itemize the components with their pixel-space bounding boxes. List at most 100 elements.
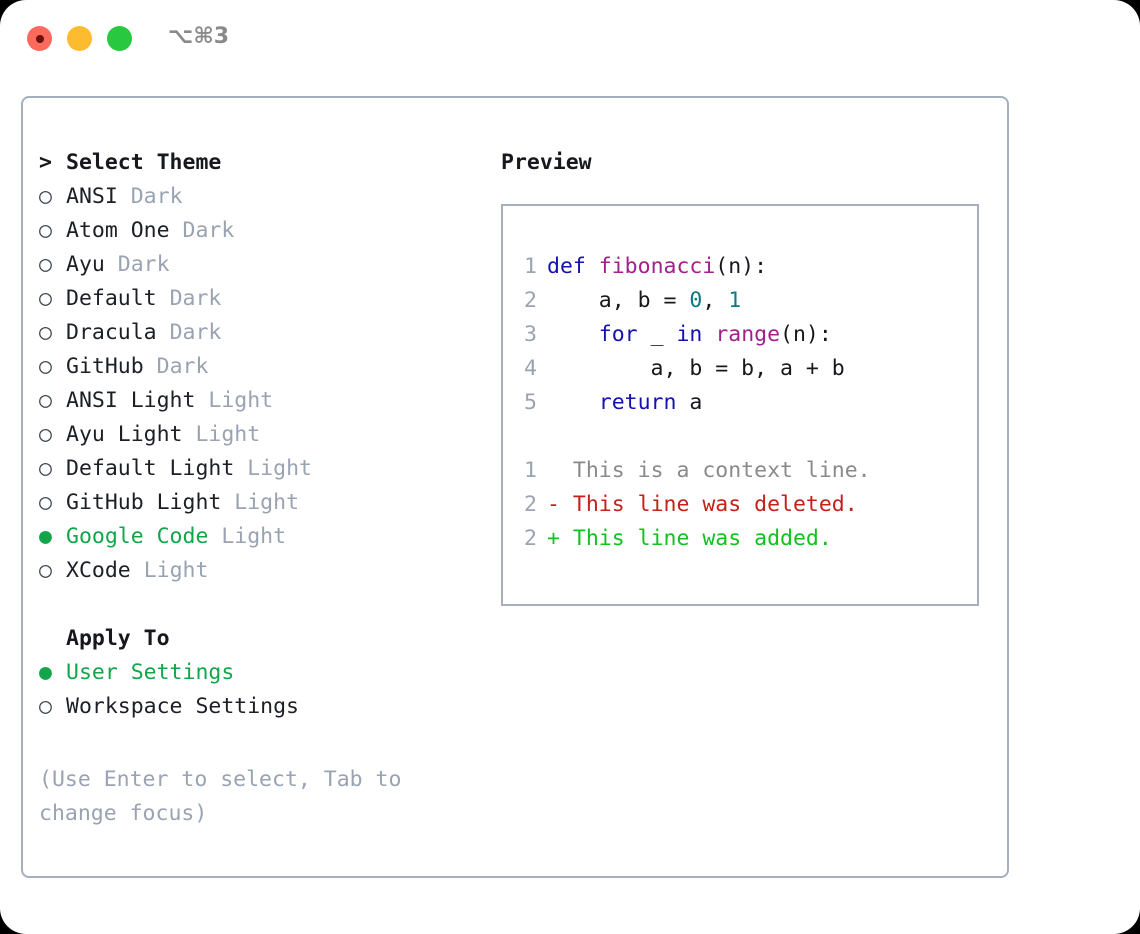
code-token: fibonacci [598,254,716,279]
radio-unselected-icon[interactable]: ○ [39,456,52,481]
theme-variant-label: Dark [156,354,209,379]
line-number: 5 [524,390,537,415]
list-spacer [39,588,479,622]
theme-variant-label: Light [143,558,209,583]
radio-unselected-icon[interactable]: ○ [39,694,52,719]
code-token: in [676,322,703,347]
code-line: 4 a, b = b, a + b [511,352,973,386]
radio-unselected-icon[interactable]: ○ [39,286,52,311]
code-token: a [676,390,703,415]
theme-item-github-dark[interactable]: ○GitHub Dark [39,350,479,384]
line-number: 2 [524,526,537,551]
code-line: 5 return a [511,386,973,420]
radio-unselected-icon[interactable]: ○ [39,558,52,583]
keyboard-hint-line-2: change focus) [39,801,208,826]
theme-item-xcode-light[interactable]: ○ XCode Light [39,554,479,588]
keyboard-hint: (Use Enter to select, Tab to change focu… [39,763,447,831]
code-line: 1 def fibonacci(n): [511,250,973,284]
diff-line-deleted: 2- This line was deleted. [511,488,973,522]
radio-unselected-icon[interactable]: ○ [39,388,52,413]
theme-selection-list: >Select Theme ○ANSI Dark ○Atom One Dark … [39,146,479,724]
radio-unselected-icon[interactable]: ○ [39,354,52,379]
theme-name: Google Code [66,524,209,549]
apply-to-option-user-settings[interactable]: ● User Settings [39,656,479,690]
diff-line-added: 2+ This line was added. [511,522,973,556]
line-number: 1 [524,458,537,483]
apply-to-indent [39,622,66,656]
minimize-window-button[interactable] [67,26,92,51]
apply-to-option-label: Workspace Settings [66,694,299,719]
preview-title: Preview [501,150,592,175]
select-theme-heading-label: Select Theme [66,150,222,175]
theme-name: XCode [66,558,131,583]
radio-unselected-icon[interactable]: ○ [39,490,52,515]
theme-variant-label: Dark [117,252,170,277]
title-bar: ⌥⌘3 [0,0,1140,78]
theme-variant [118,184,131,209]
radio-unselected-icon[interactable]: ○ [39,184,52,209]
theme-item-default-dark[interactable]: ○Default Dark [39,282,479,316]
code-token: 0 [689,288,703,313]
diff-text: This line was deleted. [572,492,858,517]
select-theme-heading: > Select Theme [39,146,479,180]
window-title: ⌥⌘3 [168,24,230,49]
radio-selected-icon[interactable]: ● [39,524,52,549]
code-line: 2 a, b = 0, 1 [511,284,973,318]
code-token: _ [637,322,677,347]
code-token: (n): [780,322,832,347]
theme-name: GitHub Light [66,490,222,515]
code-token: def [547,254,586,279]
line-number: 4 [524,356,537,381]
theme-item-ayu-light[interactable]: ○Ayu Light Light [39,418,479,452]
theme-item-ayu-dark[interactable]: ○ Ayu Dark [39,248,479,282]
radio-unselected-icon[interactable]: ○ [39,252,52,277]
code-token [547,322,599,347]
theme-name: Default [66,286,157,311]
close-window-button[interactable] [27,26,52,51]
radio-unselected-icon[interactable]: ○ [39,422,52,447]
prompt-caret-icon: > [39,150,52,175]
diff-text: This line was added. [572,526,832,551]
theme-name: Atom One [66,218,170,243]
radio-unselected-icon[interactable]: ○ [39,218,52,243]
theme-item-ansi-light[interactable]: ○ANSI Light Light [39,384,479,418]
apply-to-heading: Apply To [39,622,479,656]
code-blank-line [511,420,973,454]
code-token: range [715,322,781,347]
theme-variant-label: Light [195,422,261,447]
apply-to-option-workspace-settings[interactable]: ○ Workspace Settings [39,690,479,724]
line-number: 2 [524,288,537,313]
theme-item-google-code-light[interactable]: ●Google Code Light [39,520,479,554]
line-number: 3 [524,322,537,347]
theme-name: ANSI Light [66,388,196,413]
theme-item-default-light[interactable]: ○Default Light Light [39,452,479,486]
code-token: a, b = b, a + b [547,356,845,381]
theme-item-dracula-dark[interactable]: ○Dracula Dark [39,316,479,350]
line-number: 1 [524,254,537,279]
diff-text: This is a context line. [572,458,871,483]
theme-item-ansi-dark[interactable]: ○ ANSI Dark [39,180,479,214]
apply-to-option-label: User Settings [66,660,235,685]
code-token: (n): [715,254,768,279]
code-token [547,390,599,415]
line-number: 2 [524,492,537,517]
theme-variant-label: Dark [182,218,235,243]
theme-name: Ayu [66,252,105,277]
code-token: , [702,288,729,313]
radio-selected-icon[interactable]: ● [39,660,52,685]
theme-variant-label: Dark [130,184,183,209]
radio-unselected-icon[interactable]: ○ [39,320,52,345]
keyboard-hint-line-1: (Use Enter to select, Tab to [39,767,402,792]
code-token: return [598,390,677,415]
diff-sign: - [547,492,560,517]
code-token [586,254,599,279]
code-token [702,322,715,347]
theme-item-atom-one-dark[interactable]: ○ Atom One Dark [39,214,479,248]
theme-item-github-light[interactable]: ○GitHub Light Light [39,486,479,520]
theme-name: ANSI [66,184,118,209]
maximize-window-button[interactable] [107,26,132,51]
